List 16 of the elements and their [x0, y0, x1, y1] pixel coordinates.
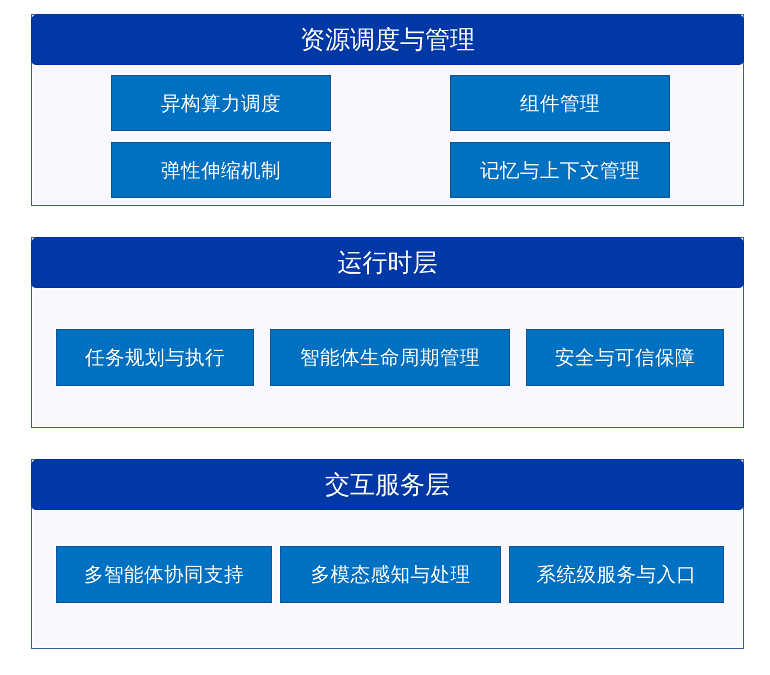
layer-header: 交互服务层: [31, 459, 744, 510]
module-box: 安全与可信保障: [526, 329, 724, 386]
module-box: 多智能体协同支持: [56, 546, 272, 603]
layer-header: 运行时层: [31, 237, 744, 288]
layer-panel: [31, 237, 744, 428]
module-box: 异构算力调度: [111, 75, 331, 131]
layer-panel: [31, 14, 744, 206]
module-box: 智能体生命周期管理: [270, 329, 510, 386]
layer-header: 资源调度与管理: [31, 14, 744, 65]
module-box: 记忆与上下文管理: [450, 142, 670, 198]
module-box: 系统级服务与入口: [509, 546, 724, 603]
module-box: 组件管理: [450, 75, 670, 131]
module-box: 任务规划与执行: [56, 329, 254, 386]
module-box: 多模态感知与处理: [280, 546, 501, 603]
layer-panel: [31, 459, 744, 649]
module-box: 弹性伸缩机制: [111, 142, 331, 198]
